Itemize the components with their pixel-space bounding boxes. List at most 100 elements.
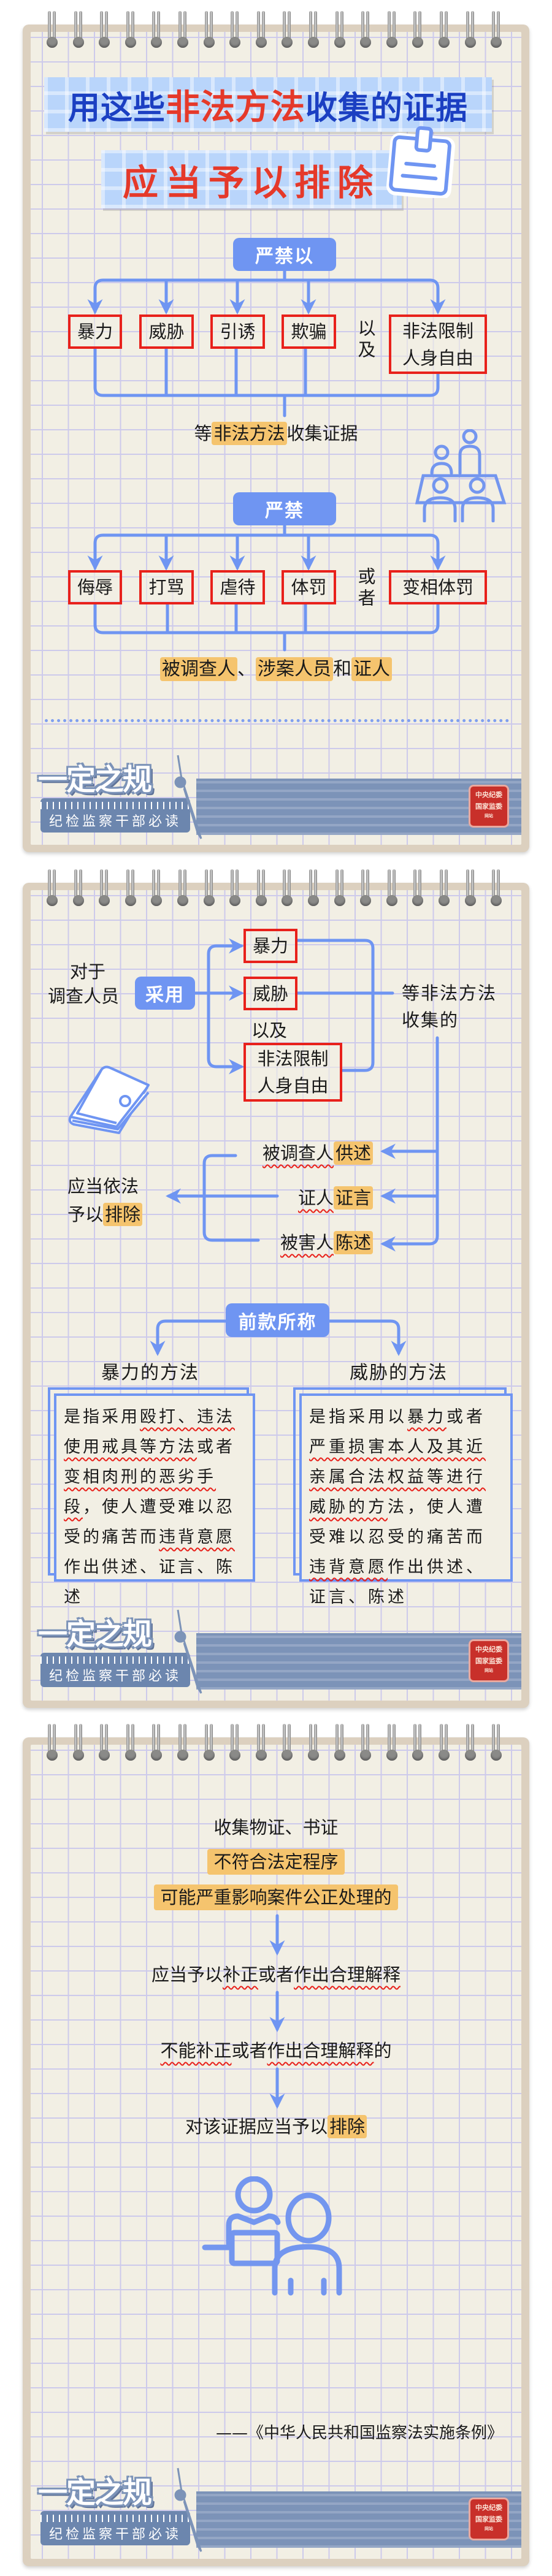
notebook-icon	[68, 1065, 150, 1134]
method-box-illegal-detention-2: 非法限制人身自由	[243, 1043, 342, 1102]
binder-ring	[203, 869, 215, 907]
method-box-illegal-detention: 非法限制人身自由	[389, 314, 487, 374]
binder-ring	[360, 1724, 372, 1762]
striped-band	[196, 2491, 521, 2548]
method-box-violence-2: 暴力	[243, 929, 297, 963]
emphasis-text: 非法方法	[166, 88, 305, 128]
striped-band	[196, 779, 521, 835]
method-box-threat-2: 威胁	[243, 977, 297, 1010]
text-segment: ，使人遭受难以忍受的痛苦而	[64, 1498, 235, 1547]
text-segment: 或者	[231, 2040, 267, 2061]
binder-ring	[282, 11, 293, 49]
binder-ring	[439, 1724, 450, 1762]
column-logo: 一定之规	[38, 763, 152, 797]
text-segment: 是指采用以	[309, 1408, 407, 1427]
binder-ring	[203, 11, 215, 49]
binder-ring	[439, 11, 450, 49]
binder-ring	[491, 869, 502, 907]
output-victim-statement: 被害人陈述	[280, 1229, 373, 1254]
abuse-box-corporal-punishment: 体罚	[282, 570, 336, 604]
text-segment: 应当予以	[151, 1964, 223, 1985]
footer-2: 一定之规 纪检监察干部必读 中央纪委国家监委网站	[31, 1609, 521, 1702]
ccdi-seal: 中央纪委国家监委网站	[469, 785, 509, 828]
binder-ring	[308, 869, 319, 907]
binder-ring	[386, 1724, 397, 1762]
step-exclude: 对该证据应当予以排除	[0, 2113, 552, 2138]
clipboard-icon	[386, 126, 455, 198]
text-segment: 或者	[258, 1964, 294, 1985]
subject-line-2: 调查人员	[48, 986, 120, 1007]
compass-icon	[174, 1609, 202, 1694]
underlined-text: 补正	[222, 1964, 258, 1985]
text-segment: 或者	[447, 1408, 486, 1427]
violence-definition-text: 是指采用殴打、违法使用戒具等方法或者变相肉刑的恶劣手段，使人遭受难以忍受的痛苦而…	[54, 1393, 255, 1607]
abuse-box-insult: 侮辱	[68, 570, 122, 604]
title-banner-1: 用这些非法方法收集的证据	[44, 77, 492, 132]
method-box-enticement: 引诱	[210, 314, 265, 349]
highlighted-text: 供述	[333, 1141, 373, 1165]
column-logo: 一定之规	[38, 1617, 152, 1652]
binder-ring	[99, 11, 110, 49]
output-suspect-statement: 被调查人供述	[263, 1139, 373, 1165]
binder-ring	[99, 1724, 110, 1762]
grid-paper	[31, 1745, 521, 2559]
method-box-threat: 威胁	[139, 314, 194, 349]
highlighted-text: 排除	[103, 1203, 143, 1226]
footer-3: 一定之规 纪检监察干部必读 中央纪委国家监委网站	[31, 2467, 521, 2560]
highlighted-text: 证人	[351, 657, 392, 681]
binder-ring	[412, 1724, 424, 1762]
column-slogan: 纪检监察干部必读	[40, 2511, 190, 2545]
underlined-text: 违背意愿	[159, 1528, 235, 1547]
highlighted-text: 陈述	[333, 1231, 373, 1254]
threat-definition-text: 是指采用以暴力或者严重损害本人及其近亲属合法权益等进行威胁的方法，使人遭受难以忍…	[299, 1393, 513, 1607]
binder-ring	[203, 1724, 215, 1762]
binder-ring	[412, 11, 424, 49]
text-segment: 用这些	[67, 90, 166, 127]
step-correct-or-explain: 应当予以补正或者作出合理解释	[0, 1961, 552, 1986]
notebook-card-3	[23, 1737, 529, 2566]
dotted-divider	[45, 719, 509, 722]
striped-band	[196, 1633, 521, 1690]
ccdi-seal: 中央纪委国家监委网站	[469, 1639, 509, 1682]
binder-ring	[282, 869, 293, 907]
text-segment: 作出供述、证言、陈述	[309, 1558, 486, 1607]
threat-definition-box: 是指采用以暴力或者严重损害本人及其近亲属合法权益等进行威胁的方法，使人遭受难以忍…	[293, 1387, 513, 1607]
binder-ring	[334, 1724, 345, 1762]
highlighted-text: 非法方法	[212, 422, 287, 445]
underlined-text: 不能补正	[160, 2040, 232, 2061]
highlighted-text: 证言	[333, 1186, 373, 1210]
two-people-icon	[202, 2176, 342, 2296]
binder-ring	[412, 869, 424, 907]
binder-ring	[464, 11, 476, 49]
binder-ring	[229, 11, 241, 49]
underlined-text: 变相肉刑的恶劣手段	[64, 1468, 216, 1517]
binder-ring	[360, 11, 372, 49]
binder-ring	[360, 869, 372, 907]
column-logo: 一定之规	[38, 2475, 152, 2510]
binder-ring	[125, 869, 136, 907]
abuse-box-beating: 打骂	[139, 570, 194, 604]
underlined-text: 被调查人	[262, 1143, 334, 1164]
highlighted-text: 被调查人	[160, 657, 237, 681]
binder-ring	[491, 1724, 502, 1762]
page-title-line-2: 应当予以排除	[122, 161, 380, 204]
evidence-line-2: 不符合法定程序	[0, 1848, 552, 1875]
prohibited-header-2: 严禁	[233, 492, 336, 525]
text-segment: 收集证据	[286, 423, 358, 444]
binder-ring	[255, 1724, 267, 1762]
underlined-text: 暴力	[407, 1408, 447, 1427]
binder-ring	[464, 869, 476, 907]
column-slogan: 纪检监察干部必读	[40, 1653, 190, 1687]
conclusion-line-1: 应当依法	[67, 1176, 139, 1197]
binder-ring	[255, 11, 267, 49]
violence-method-title: 暴力的方法	[101, 1362, 199, 1384]
binder-ring	[229, 1724, 241, 1762]
compass-icon	[174, 2467, 202, 2552]
binder-ring	[177, 11, 188, 49]
text-segment: 或者	[197, 1438, 235, 1457]
binder-ring	[282, 1724, 293, 1762]
tree2-result: 被调查人、涉案人员和证人	[0, 654, 552, 681]
binder-ring	[99, 869, 110, 907]
binder-ring	[72, 1724, 84, 1762]
text-segment: 、	[237, 658, 256, 680]
